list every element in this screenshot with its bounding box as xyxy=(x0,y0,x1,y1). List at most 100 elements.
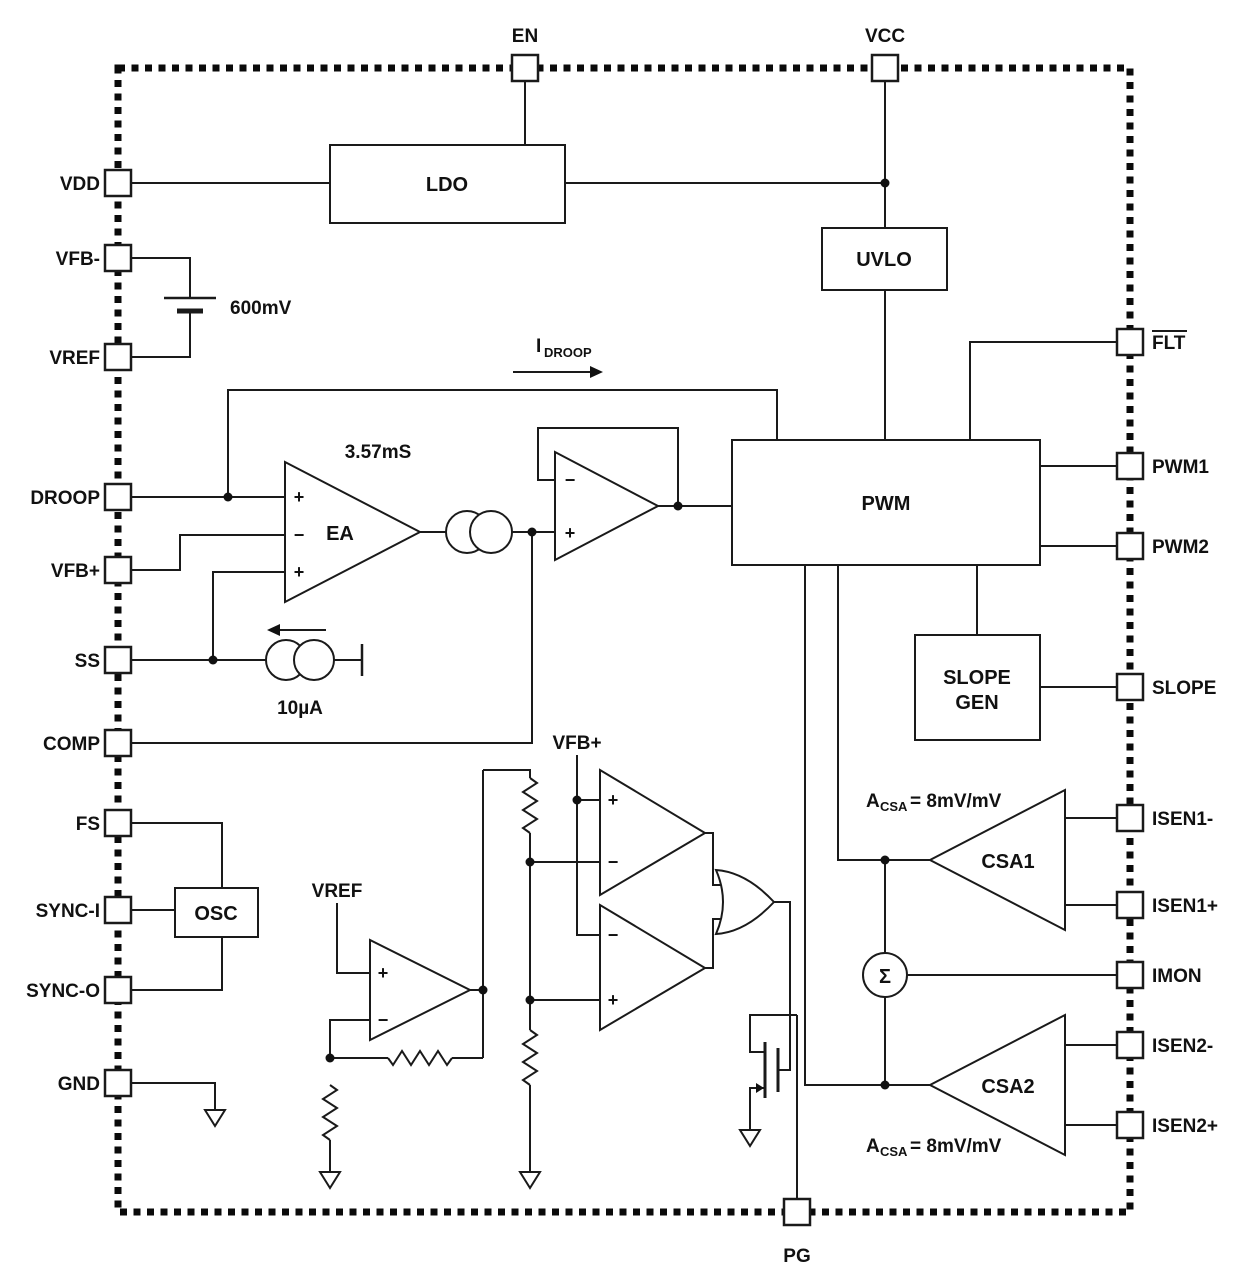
pin-droop-label: DROOP xyxy=(30,488,100,509)
ground-gnd-pin xyxy=(203,1109,227,1128)
buffer-amplifier: − + xyxy=(554,450,661,562)
junction-ea-out xyxy=(527,527,537,537)
pins: EN VCC VDD VFB- VREF DROOP VFB+ SS COMP … xyxy=(26,26,1218,1267)
acsa2-sub: CSA xyxy=(880,1144,908,1159)
or-gate xyxy=(714,868,776,936)
pin-en-label: EN xyxy=(512,26,538,47)
pin-sync-o-pad xyxy=(103,975,133,1005)
junction-vrefamp-out xyxy=(478,985,488,995)
wire-vrefamp-fb-in xyxy=(329,1019,370,1058)
pin-imon-pad xyxy=(1115,960,1145,990)
csa2-label: CSA2 xyxy=(981,1076,1034,1098)
resistor-divider-bottom xyxy=(521,1029,539,1086)
pin-slope-pad xyxy=(1115,672,1145,702)
ground-fet-source xyxy=(738,1129,762,1148)
ss-current-label: 10µA xyxy=(277,698,323,719)
wire-vref-node xyxy=(336,903,370,974)
cmp1-minus: − xyxy=(608,852,619,872)
pg-comparator-low: − + xyxy=(599,903,707,1032)
idroop-arrow xyxy=(513,366,603,378)
junction-csa1 xyxy=(880,855,890,865)
cmp2-triangle xyxy=(599,903,707,1032)
buffer-triangle xyxy=(554,450,661,562)
ss-cs-circle-2 xyxy=(293,639,335,681)
cmp1-triangle xyxy=(599,768,707,897)
pin-pwm1-label: PWM1 xyxy=(1152,457,1209,478)
csa2-triangle xyxy=(927,1013,1066,1157)
pin-isen2-minus-label: ISEN2- xyxy=(1152,1036,1213,1057)
pin-comp-pad xyxy=(103,728,133,758)
pin-pwm1-pad xyxy=(1115,451,1145,481)
junction-tap-low xyxy=(525,995,535,1005)
current-sense-amp-2: CSA2 xyxy=(927,1013,1066,1157)
junction-fb xyxy=(325,1053,335,1063)
vref-amp-minus: − xyxy=(378,1010,389,1030)
acsa1-value: = 8mV/mV xyxy=(910,791,1002,812)
pin-flt-label: FLT xyxy=(1152,333,1186,354)
osc-block xyxy=(174,887,259,938)
pin-vcc-pad xyxy=(870,53,900,83)
resistor-fb-horizontal xyxy=(387,1049,453,1067)
current-source-ea xyxy=(445,510,513,554)
acsa2-value: = 8mV/mV xyxy=(910,1136,1002,1157)
junction-tap-high xyxy=(525,857,535,867)
pin-vfb-plus-pad xyxy=(103,555,133,585)
wire-ss-ea xyxy=(212,571,285,660)
resistor-fb-ground xyxy=(321,1084,339,1141)
pin-isen2-plus-label: ISEN2+ xyxy=(1152,1116,1218,1137)
pin-pg-label: PG xyxy=(783,1246,810,1267)
pin-flt-pad xyxy=(1115,327,1145,357)
ldo-label: LDO xyxy=(426,174,468,196)
pin-pwm2-pad xyxy=(1115,531,1145,561)
wire-comp xyxy=(131,532,533,744)
pwm-label: PWM xyxy=(862,493,911,515)
acsa1-a: A xyxy=(866,791,880,812)
pin-isen1-plus-label: ISEN1+ xyxy=(1152,896,1218,917)
pg-comparator-high: + − xyxy=(599,768,707,897)
pin-isen2-plus-pad xyxy=(1115,1110,1145,1140)
pin-droop-pad xyxy=(103,482,133,512)
pin-gnd-pad xyxy=(103,1068,133,1098)
pin-vref-label: VREF xyxy=(49,348,100,369)
wire-fet-drain xyxy=(749,1014,797,1053)
resistors xyxy=(321,777,539,1141)
ground-fb-resistor xyxy=(318,1171,342,1190)
slope-gen-label-1: SLOPE xyxy=(943,667,1011,689)
ea-plus-bottom: + xyxy=(294,562,305,582)
wire-flt xyxy=(969,341,1117,440)
acsa2-a: A xyxy=(866,1136,880,1157)
slope-gen-block xyxy=(914,634,1041,741)
idroop-arrowhead xyxy=(590,366,603,378)
acsa1-sub: CSA xyxy=(880,799,908,814)
pin-comp-label: COMP xyxy=(43,734,100,755)
pin-sync-i-label: SYNC-I xyxy=(36,901,100,922)
sigma-circle xyxy=(862,952,908,998)
pin-isen1-minus-pad xyxy=(1115,803,1145,833)
uvlo-block xyxy=(821,227,948,291)
pin-sync-o-label: SYNC-O xyxy=(26,981,100,1002)
error-amplifier: + − + EA xyxy=(284,460,423,604)
pin-fs-label: FS xyxy=(76,814,100,835)
wire-cmp2-out xyxy=(705,918,723,969)
pin-vdd-label: VDD xyxy=(60,174,100,195)
wire-sync-o xyxy=(131,937,223,991)
junction-csa2 xyxy=(880,1080,890,1090)
junction-droop xyxy=(223,492,233,502)
vfbp-node-label: VFB+ xyxy=(552,733,601,754)
junction-buffer-out xyxy=(673,501,683,511)
ea-cs-circle-2 xyxy=(469,510,513,554)
blocks: LDO UVLO PWM SLOPE GEN OSC xyxy=(174,144,1041,938)
pin-pwm2-label: PWM2 xyxy=(1152,537,1209,558)
summing-node: Σ xyxy=(862,952,908,998)
pin-vcc-label: VCC xyxy=(865,26,905,47)
ss-cs-arrowhead xyxy=(267,624,280,636)
cmp2-minus: − xyxy=(608,925,619,945)
pin-vfb-minus-pad xyxy=(103,243,133,273)
current-source-ss xyxy=(265,624,335,681)
junction-ss xyxy=(208,655,218,665)
junction-vfbp xyxy=(572,795,582,805)
osc-label: OSC xyxy=(194,903,237,925)
slope-gen-label-2: GEN xyxy=(955,692,998,714)
pin-ss-pad xyxy=(103,645,133,675)
